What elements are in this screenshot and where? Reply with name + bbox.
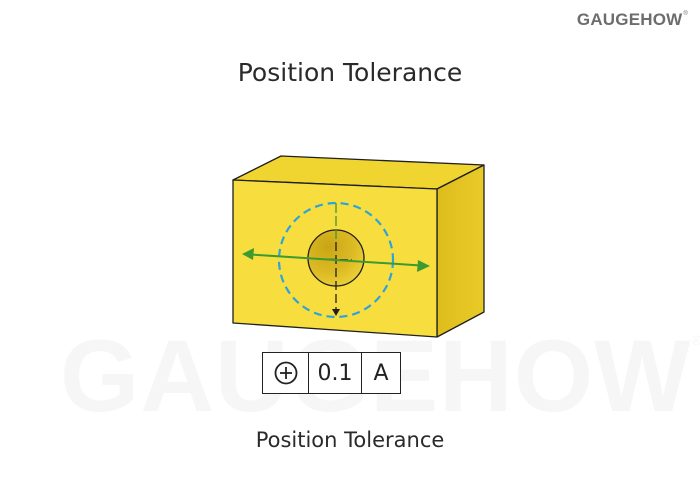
feature-control-frame: 0.1 A [262, 352, 401, 394]
centerline-arrow-icon [332, 309, 340, 316]
position-symbol-icon [274, 361, 297, 385]
arrow-left-head-icon [242, 248, 254, 260]
brand-logo: GAUGEHOW® [577, 10, 688, 30]
arrow-right-head-icon [417, 260, 430, 272]
watermark-registered-mark: ® [691, 332, 700, 348]
position-symbol-cell [263, 353, 308, 393]
block-side-face [436, 164, 485, 338]
tolerance-value-cell: 0.1 [308, 353, 361, 393]
caption: Position Tolerance [255, 428, 445, 452]
horizontal-axis-arrow [250, 253, 422, 267]
brand-logo-text: GAUGEHOW [576, 10, 683, 29]
tolerance-zone-circle [277, 201, 395, 319]
page-title: Position Tolerance [237, 58, 463, 87]
brand-registered-mark: ® [683, 11, 688, 17]
datum-cell: A [361, 353, 400, 393]
